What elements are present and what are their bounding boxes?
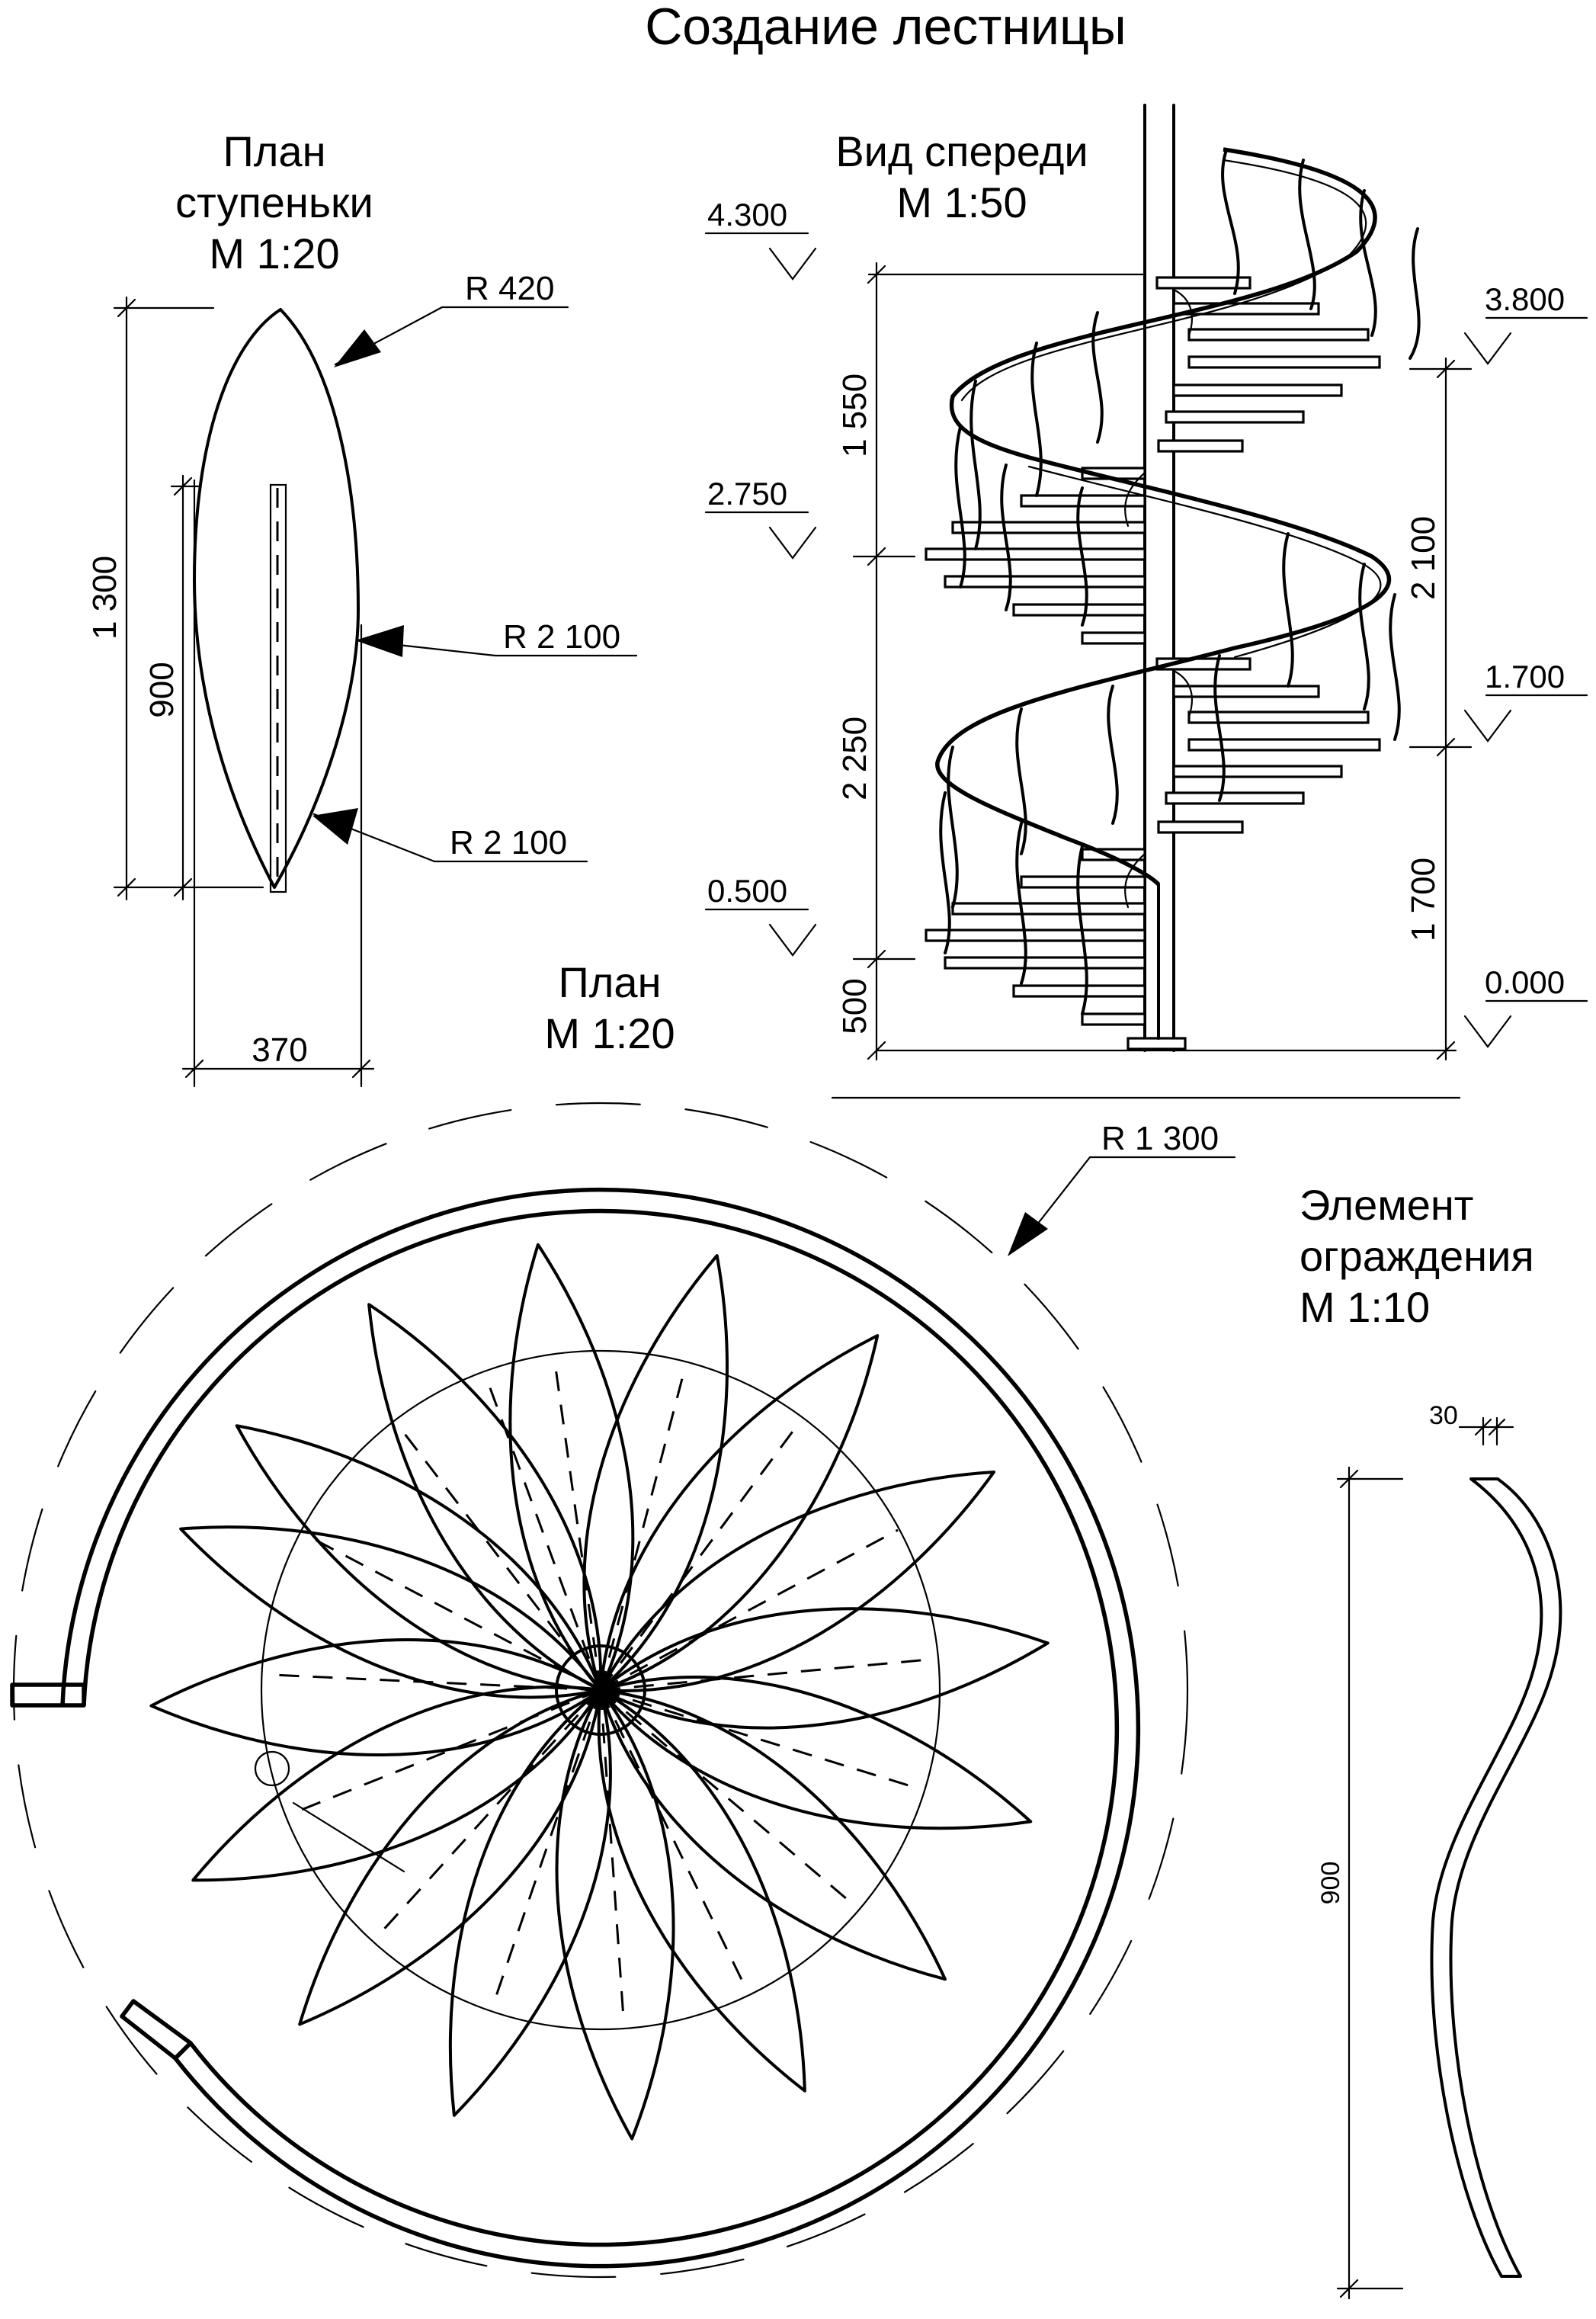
level-marks-right: 3.800 1.700 0.000: [1463, 281, 1588, 1048]
step-dim-length: 1 300: [86, 556, 123, 640]
plan-handrail-outer: [60, 1187, 1141, 2269]
railing-heading-1: Элемент: [1300, 1181, 1473, 1229]
baluster-profile: [1430, 1477, 1562, 2278]
radius-arrow-icon: [334, 329, 381, 367]
railing-dim-height: 900: [1316, 1862, 1345, 1905]
plan-scale: М 1:20: [544, 1009, 675, 1057]
balusters: [939, 151, 1421, 1040]
step-r-tip: R 420: [465, 270, 554, 307]
step-dim-inner: 900: [143, 662, 181, 717]
step-plan: План ступеньки М 1:20 R 420 R 2 100 R 2 …: [86, 127, 638, 1088]
level-left-1: 4.300: [707, 197, 787, 233]
dim-left-2: 2 250: [836, 717, 873, 800]
dim-left-1: 1 550: [836, 374, 873, 457]
railing-scale: М 1:10: [1300, 1283, 1430, 1331]
level-left-2: 2.750: [707, 476, 787, 512]
step-plan-heading-2: ступеньки: [175, 178, 373, 226]
radius-arrow-icon: [1008, 1212, 1048, 1256]
dim-left-3: 500: [836, 978, 873, 1034]
level-right-1: 3.800: [1485, 281, 1565, 317]
front-view-heading: Вид спереди: [835, 127, 1088, 175]
handrail: [935, 147, 1392, 886]
railing-heading-2: ограждения: [1300, 1232, 1534, 1280]
plan-handrail-inner: [82, 1208, 1120, 2247]
front-view-scale: М 1:50: [896, 178, 1027, 226]
front-view: Вид спереди М 1:50: [704, 104, 1588, 1099]
step-r-side-1: R 2 100: [503, 618, 620, 656]
step-plan-heading-1: План: [223, 127, 326, 175]
level-left-3: 0.500: [707, 873, 787, 909]
step-dim-width: 370: [252, 1031, 307, 1069]
plan-radius: R 1 300: [1101, 1120, 1219, 1157]
central-post-plan: [555, 1644, 646, 1736]
drawing-title: Создание лестницы: [645, 0, 1126, 56]
level-right-3: 0.000: [1485, 964, 1565, 1000]
plan-heading: План: [559, 958, 662, 1006]
radius-arrow-icon: [312, 808, 358, 845]
step-post-hole: [269, 483, 287, 893]
dim-right-2: 1 700: [1405, 858, 1442, 941]
step-plan-scale: М 1:20: [209, 229, 339, 277]
level-marks-left: 4.300 2.750 0.500: [704, 197, 817, 957]
railing-dim-width: 30: [1429, 1401, 1458, 1430]
step-outline: [193, 308, 360, 889]
radius-arrow-icon: [355, 625, 404, 657]
step-r-side-2: R 2 100: [450, 824, 567, 861]
level-right-2: 1.700: [1485, 659, 1565, 694]
stair-treads: [925, 276, 1381, 1050]
stair-plan: План М 1:20: [10, 958, 1236, 2279]
dim-right-1: 2 100: [1405, 516, 1442, 600]
railing-element: Элемент ограждения М 1:10 900 30: [1300, 1181, 1562, 2300]
